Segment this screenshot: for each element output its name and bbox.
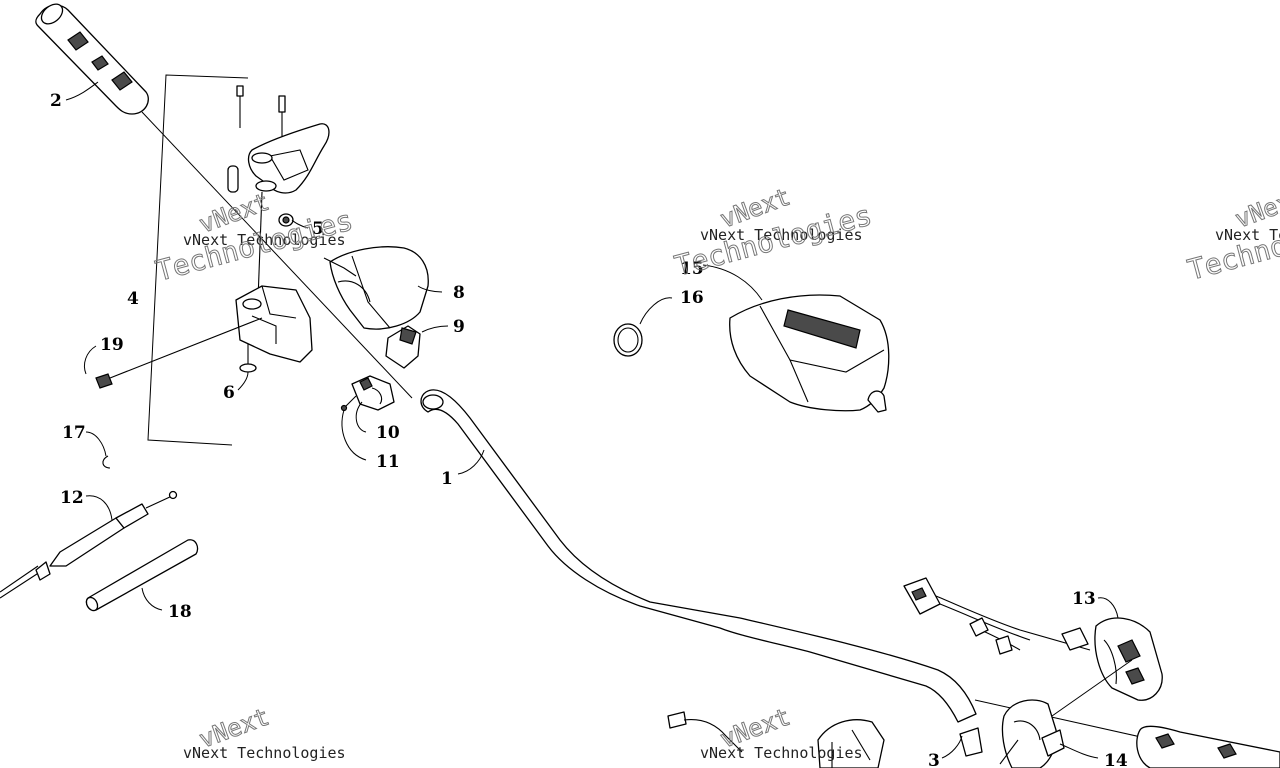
part-16-ring-clamp [613, 323, 643, 357]
left-grip [35, 3, 149, 115]
watermark: vNext vNext Technologies [183, 702, 346, 762]
callout-19: 19 [100, 335, 124, 355]
callout-2: 2 [50, 91, 62, 111]
callout-16: 16 [680, 288, 704, 308]
svg-text:vNext Technologies: vNext Technologies [700, 744, 863, 762]
part-19-bolt [95, 317, 263, 389]
svg-text:vNext Technologies: vNext Technologies [183, 231, 346, 249]
watermark: vNext vNext Technologies Technologies [1184, 182, 1280, 287]
throttle-housing [235, 285, 313, 363]
callout-1: 1 [441, 469, 453, 489]
callout-8: 8 [453, 283, 465, 303]
callout-13: 13 [1072, 589, 1096, 609]
leader-lines [65, 81, 1133, 759]
callout-12: 12 [60, 488, 84, 508]
part-18-tube [85, 539, 199, 612]
part-14-lever-housing [999, 699, 1065, 768]
part-3-bar-end [959, 727, 983, 757]
part-9-clip [385, 325, 421, 369]
callouts: 1 2 3 4 5 6 8 9 10 11 12 13 14 15 16 17 … [50, 91, 1128, 768]
lower-wiring [667, 711, 885, 768]
callout-14: 14 [1104, 751, 1128, 768]
callout-15: 15 [680, 259, 704, 279]
svg-text:vNext Technologies: vNext Technologies [183, 744, 346, 762]
callout-10: 10 [376, 423, 400, 443]
svg-text:vNext Technologies: vNext Technologies [1215, 226, 1280, 244]
callout-3: 3 [928, 751, 940, 768]
watermark: vNext vNext Technologies Technologies [152, 187, 357, 288]
watermark: vNext vNext Technologies Technologies [671, 182, 876, 283]
assembly-axis-line-left [141, 111, 413, 399]
part-13-switch-housing [903, 577, 1163, 701]
callout-9: 9 [453, 317, 465, 337]
group-bracket-4 [147, 74, 249, 446]
part-8-cover [323, 246, 429, 330]
callout-6: 6 [223, 383, 235, 403]
part-12-cable [0, 490, 178, 599]
callout-5: 5 [312, 219, 324, 239]
callout-17: 17 [62, 423, 86, 443]
part-10-switch [351, 375, 395, 411]
callout-18: 18 [168, 602, 192, 622]
svg-text:vNext Technologies: vNext Technologies [700, 226, 863, 244]
part-5-nut [278, 213, 294, 227]
callout-4: 4 [127, 289, 139, 309]
part-15-hand-guard [729, 294, 890, 413]
part-1-handlebar [420, 389, 977, 723]
throttle-lever [227, 85, 330, 301]
part-11-screw [340, 395, 357, 412]
right-grip [1136, 725, 1280, 768]
callout-11: 11 [376, 452, 400, 472]
part-17-clip [102, 455, 111, 469]
